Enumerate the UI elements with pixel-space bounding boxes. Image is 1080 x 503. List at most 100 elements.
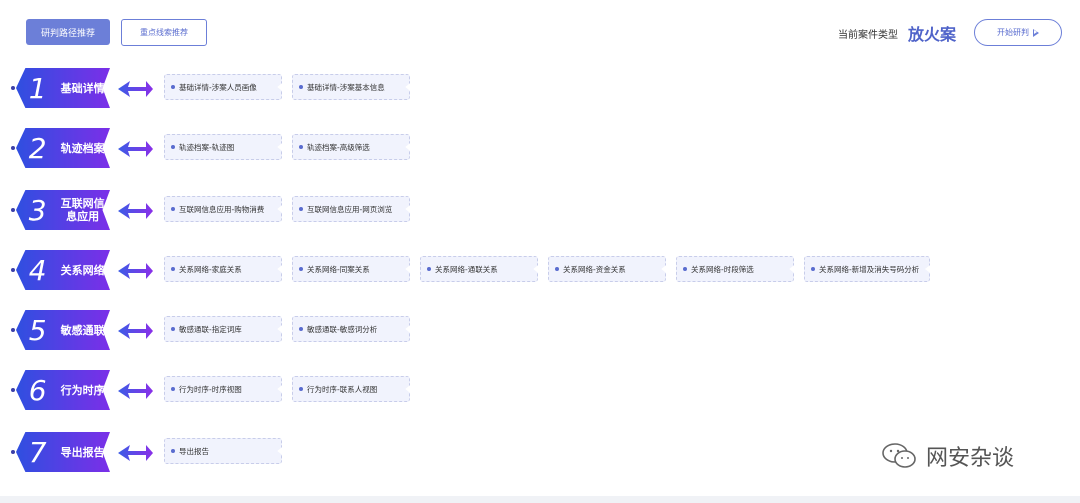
tag-label: 关系网络-同案关系	[307, 264, 370, 274]
clue-recommend-button[interactable]: 重点线索推荐	[121, 19, 207, 46]
analysis-tag[interactable]: 关系网络-时段筛选	[676, 256, 794, 282]
bullet-icon	[171, 207, 175, 211]
connector-dot	[11, 328, 15, 332]
arrow-icon	[118, 323, 153, 339]
connector-dot	[11, 268, 15, 272]
step-number: 5	[28, 313, 47, 347]
tag-list: 行为时序-时序视图 行为时序-联系人视图	[164, 376, 410, 402]
analysis-tag[interactable]: 关系网络-通联关系	[420, 256, 538, 282]
tag-label: 关系网络-家庭关系	[179, 264, 242, 274]
bullet-icon	[171, 85, 175, 89]
tag-label: 互联网信息应用-购物消费	[179, 204, 265, 214]
analysis-tag[interactable]: 轨迹档案-高级筛选	[292, 134, 410, 160]
step-row: 5 敏感通联 敏感通联-指定词库 敏感通联-敏感词分析	[0, 308, 1000, 352]
tag-label: 轨迹档案-高级筛选	[307, 142, 370, 152]
step-row: 2 轨迹档案 轨迹档案-轨迹图 轨迹档案-高级筛选	[0, 126, 1000, 170]
step-number: 6	[28, 373, 47, 407]
tag-label: 敏感通联-指定词库	[179, 324, 242, 334]
step-badge[interactable]: 3 互联网信息应用	[16, 190, 110, 230]
step-row: 3 互联网信息应用 互联网信息应用-购物消费 互联网信息应用-网页浏览	[0, 188, 1000, 232]
tag-label: 导出报告	[179, 446, 209, 456]
step-title: 关系网络	[60, 263, 105, 277]
tag-label: 关系网络-新增及消失号码分析	[819, 264, 920, 274]
step-badge[interactable]: 1 基础详情	[16, 68, 110, 108]
analysis-tag[interactable]: 行为时序-联系人视图	[292, 376, 410, 402]
step-number: 2	[28, 131, 47, 165]
analysis-tag[interactable]: 关系网络-家庭关系	[164, 256, 282, 282]
analysis-tag[interactable]: 互联网信息应用-购物消费	[164, 196, 282, 222]
tag-label: 基础详情-涉案人员画像	[179, 82, 257, 92]
start-analysis-label: 开始研判	[997, 28, 1029, 37]
analysis-tag[interactable]: 行为时序-时序视图	[164, 376, 282, 402]
tag-label: 行为时序-联系人视图	[307, 384, 378, 394]
step-number: 4	[28, 253, 47, 287]
connector-dot	[11, 86, 15, 90]
analysis-tag[interactable]: 基础详情-涉案基本信息	[292, 74, 410, 100]
watermark-text: 网安杂谈	[926, 446, 1015, 471]
bullet-icon	[171, 387, 175, 391]
bullet-icon	[299, 267, 303, 271]
tag-list: 基础详情-涉案人员画像 基础详情-涉案基本信息	[164, 74, 410, 100]
tag-list: 关系网络-家庭关系 关系网络-同案关系 关系网络-通联关系 关系网络-资金关系 关系网络…	[164, 256, 930, 282]
step-title: 轨迹档案	[60, 141, 105, 155]
tag-label: 关系网络-资金关系	[563, 264, 626, 274]
bullet-icon	[171, 327, 175, 331]
step-badge[interactable]: 6 行为时序	[16, 370, 110, 410]
step-number: 7	[28, 435, 47, 469]
tag-list: 敏感通联-指定词库 敏感通联-敏感词分析	[164, 316, 410, 342]
analysis-tag[interactable]: 导出报告	[164, 438, 282, 464]
step-badge[interactable]: 2 轨迹档案	[16, 128, 110, 168]
watermark: 网安杂谈	[880, 440, 1014, 472]
connector-dot	[11, 388, 15, 392]
step-title: 互联网信息应用	[60, 197, 105, 223]
step-title: 基础详情	[60, 81, 105, 95]
analysis-tag[interactable]: 基础详情-涉案人员画像	[164, 74, 282, 100]
bullet-icon	[299, 327, 303, 331]
bullet-icon	[299, 387, 303, 391]
connector-dot	[11, 450, 15, 454]
bullet-icon	[171, 449, 175, 453]
tag-list: 轨迹档案-轨迹图 轨迹档案-高级筛选	[164, 134, 410, 160]
step-title: 行为时序	[60, 383, 105, 397]
arrow-icon	[118, 141, 153, 157]
tag-label: 轨迹档案-轨迹图	[179, 142, 235, 152]
case-type-label: 当前案件类型	[838, 30, 898, 41]
connector-dot	[11, 208, 15, 212]
step-badge[interactable]: 7 导出报告	[16, 432, 110, 472]
bullet-icon	[171, 145, 175, 149]
step-row: 7 导出报告 导出报告	[0, 430, 1000, 474]
tag-label: 关系网络-通联关系	[435, 264, 498, 274]
step-title: 敏感通联	[60, 323, 105, 337]
step-row: 6 行为时序 行为时序-时序视图 行为时序-联系人视图	[0, 368, 1000, 412]
step-number: 1	[28, 71, 47, 105]
analysis-tag[interactable]: 敏感通联-指定词库	[164, 316, 282, 342]
case-type-value: 放火案	[908, 25, 957, 44]
bullet-icon	[299, 145, 303, 149]
bullet-icon	[683, 267, 687, 271]
connector-dot	[11, 146, 15, 150]
arrow-icon	[118, 263, 153, 279]
analysis-tag[interactable]: 敏感通联-敏感词分析	[292, 316, 410, 342]
step-row: 4 关系网络 关系网络-家庭关系 关系网络-同案关系 关系网络-通联关系 关系网络-资金关…	[0, 248, 1000, 292]
step-badge[interactable]: 4 关系网络	[16, 250, 110, 290]
analysis-tag[interactable]: 互联网信息应用-网页浏览	[292, 196, 410, 222]
arrow-icon	[118, 81, 153, 97]
start-analysis-button[interactable]: 开始研判	[974, 19, 1062, 46]
analysis-tag[interactable]: 关系网络-同案关系	[292, 256, 410, 282]
tag-list: 导出报告	[164, 438, 282, 464]
bullet-icon	[555, 267, 559, 271]
bullet-icon	[811, 267, 815, 271]
tag-label: 行为时序-时序视图	[179, 384, 242, 394]
step-number: 3	[28, 193, 47, 227]
analysis-tag[interactable]: 关系网络-新增及消失号码分析	[804, 256, 930, 282]
bullet-icon	[171, 267, 175, 271]
analysis-tag[interactable]: 轨迹档案-轨迹图	[164, 134, 282, 160]
path-recommend-button[interactable]: 研判路径推荐	[26, 19, 110, 45]
step-badge[interactable]: 5 敏感通联	[16, 310, 110, 350]
tag-label: 关系网络-时段筛选	[691, 264, 754, 274]
tag-label: 互联网信息应用-网页浏览	[307, 204, 393, 214]
analysis-tag[interactable]: 关系网络-资金关系	[548, 256, 666, 282]
arrow-icon	[118, 203, 153, 219]
wechat-icon	[882, 443, 916, 468]
step-title: 导出报告	[60, 445, 105, 459]
